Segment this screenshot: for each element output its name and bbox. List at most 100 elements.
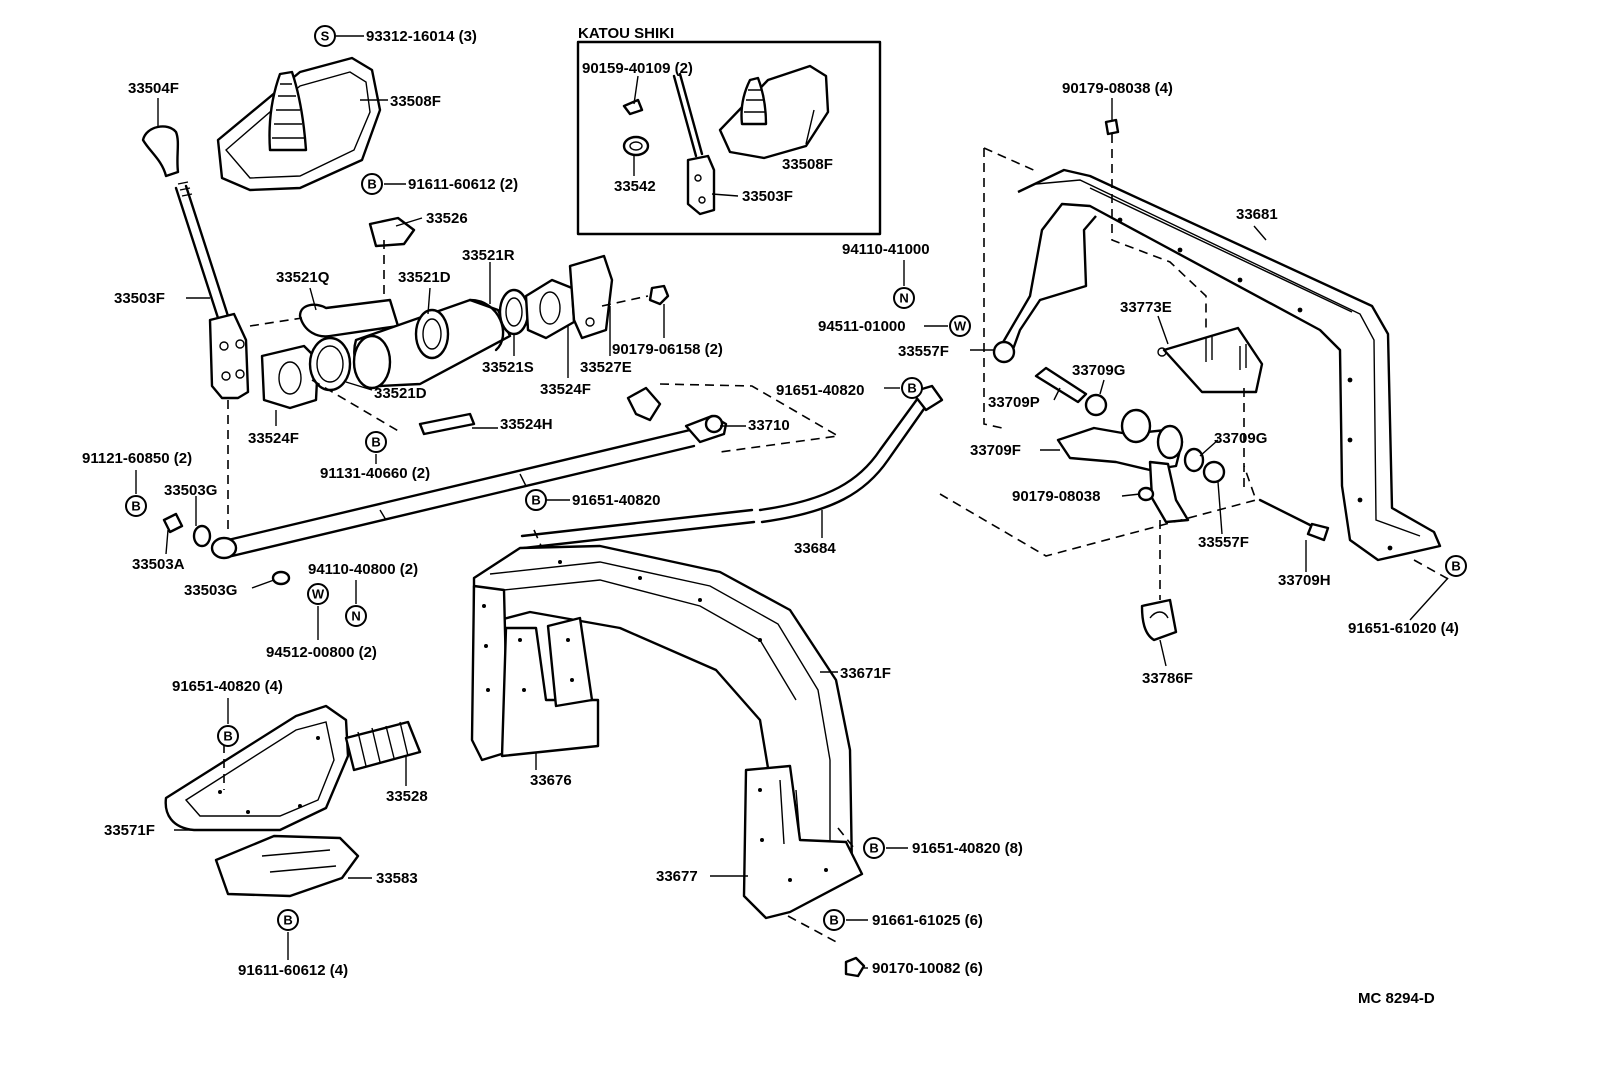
svg-text:B: B xyxy=(531,493,540,508)
link-rod-33684 xyxy=(520,384,944,550)
pin-33503A xyxy=(162,512,184,534)
bolt-badge-91661: B xyxy=(823,909,845,931)
label-94511: 94511-01000 xyxy=(818,318,906,335)
label-33524F-a: 33524F xyxy=(540,381,591,398)
label-91611-b: 91611-60612 (4) xyxy=(238,962,348,979)
label-33526: 33526 xyxy=(426,210,468,227)
crossmember-33681 xyxy=(992,168,1442,562)
nut-badge-94110-40800: N xyxy=(345,605,367,627)
label-94110-41000: 94110-41000 xyxy=(842,241,930,258)
label-91661: 91661-61025 (6) xyxy=(872,912,983,929)
pin-33524H xyxy=(418,412,476,436)
boot-33528 xyxy=(344,720,422,772)
svg-text:N: N xyxy=(351,609,360,624)
svg-text:B: B xyxy=(283,913,292,928)
label-33709G-b: 33709G xyxy=(1214,430,1267,447)
label-94110-40800: 94110-40800 (2) xyxy=(308,561,418,578)
inset-title: KATOU SHIKI xyxy=(578,25,674,42)
svg-text:B: B xyxy=(829,913,838,928)
label-90179-08038: 90179-08038 xyxy=(1012,488,1100,505)
label-33709F: 33709F xyxy=(970,442,1021,459)
label-33521S: 33521S xyxy=(482,359,534,376)
label-33503F-inset: 33503F xyxy=(742,188,793,205)
label-33503A: 33503A xyxy=(132,556,185,573)
label-33542: 33542 xyxy=(614,178,656,195)
label-33677: 33677 xyxy=(656,868,698,885)
bolt-badge-91651-top: B xyxy=(901,377,923,399)
assembly-lines xyxy=(223,134,1451,945)
label-33709G-a: 33709G xyxy=(1072,362,1125,379)
washer-badge-94512: W xyxy=(307,583,329,605)
svg-text:S: S xyxy=(321,29,330,44)
stud-badge-93312: S xyxy=(314,25,336,47)
bolt-badge-91651-8: B xyxy=(863,837,885,859)
bolt-badge-91651-mid: B xyxy=(525,489,547,511)
shift-boot-33508F xyxy=(216,56,382,192)
label-90170: 90170-10082 (6) xyxy=(872,960,983,977)
label-33503G-a: 33503G xyxy=(164,482,217,499)
bolt-badge-91131: B xyxy=(365,431,387,453)
plate-33583 xyxy=(214,834,360,898)
label-33528: 33528 xyxy=(386,788,428,805)
label-91651-8: 91651-40820 (8) xyxy=(912,840,1023,857)
label-33709H: 33709H xyxy=(1278,572,1331,589)
shift-knob-33504F xyxy=(141,125,180,178)
label-33508F: 33508F xyxy=(390,93,441,110)
bolt-badge-91651-4: B xyxy=(217,725,239,747)
part-labels: 93312-16014 (3) 33504F 33508F 91611-6061… xyxy=(82,25,1459,1007)
label-33786F: 33786F xyxy=(1142,670,1193,687)
label-91651-top: 91651-40820 xyxy=(776,382,864,399)
label-33503G-b: 33503G xyxy=(184,582,237,599)
diagram-code: MC 8294-D xyxy=(1358,990,1435,1007)
label-33676: 33676 xyxy=(530,772,572,789)
bushing-33786F xyxy=(1140,598,1178,642)
label-90179-06158: 90179-06158 (2) xyxy=(612,341,723,358)
svg-text:B: B xyxy=(367,177,376,192)
label-33681: 33681 xyxy=(1236,206,1278,223)
label-33710: 33710 xyxy=(748,417,790,434)
bracket-33773E xyxy=(1157,326,1264,394)
label-90179-08038-top: 90179-08038 (4) xyxy=(1062,80,1173,97)
svg-text:W: W xyxy=(954,319,967,334)
svg-text:B: B xyxy=(1451,559,1460,574)
label-33571F: 33571F xyxy=(104,822,155,839)
washer-badge-94511: W xyxy=(949,315,971,337)
label-33527E: 33527E xyxy=(580,359,632,376)
label-33504F: 33504F xyxy=(128,80,179,97)
label-33508F-inset: 33508F xyxy=(782,156,833,173)
svg-text:B: B xyxy=(371,435,380,450)
fastener-badges: S B B B W N B B B B B B xyxy=(125,25,1467,978)
bolt-33709H xyxy=(1258,498,1330,542)
label-33521D-a: 33521D xyxy=(398,269,451,286)
floor-plate-33571F xyxy=(164,704,350,832)
label-93312: 93312-16014 (3) xyxy=(366,28,477,45)
label-33521Q: 33521Q xyxy=(276,269,330,286)
label-91651-61020: 91651-61020 (4) xyxy=(1348,620,1459,637)
nut-90179-08038 xyxy=(1104,118,1155,502)
nut-icon-90170 xyxy=(844,956,866,978)
label-91611-a: 91611-60612 (2) xyxy=(408,176,518,193)
pin-33709P xyxy=(1034,366,1088,404)
shift-lever-33503F xyxy=(174,181,250,400)
svg-text:B: B xyxy=(223,729,232,744)
label-91121: 91121-60850 (2) xyxy=(82,450,192,467)
label-33557F-a: 33557F xyxy=(898,343,949,360)
leader-lines xyxy=(135,35,1449,969)
bushing-33503G xyxy=(192,524,291,586)
bolt-badge-91651-61020: B xyxy=(1445,555,1467,577)
shift-housing-assembly xyxy=(260,216,670,410)
bolt-badge-91611-a: B xyxy=(361,173,383,195)
bolt-badge-91611-b: B xyxy=(277,909,299,931)
label-91651-mid: 91651-40820 xyxy=(572,492,660,509)
label-91651-4: 91651-40820 (4) xyxy=(172,678,283,695)
label-94512: 94512-00800 (2) xyxy=(266,644,377,661)
bracket-33677 xyxy=(742,764,864,920)
svg-text:W: W xyxy=(312,587,325,602)
label-33521D-b: 33521D xyxy=(374,385,427,402)
washer-33557F xyxy=(1202,460,1226,484)
label-33773E: 33773E xyxy=(1120,299,1172,316)
lever-33709F xyxy=(1056,408,1190,524)
shift-rod xyxy=(210,386,728,560)
collar-33709G xyxy=(1084,393,1205,473)
